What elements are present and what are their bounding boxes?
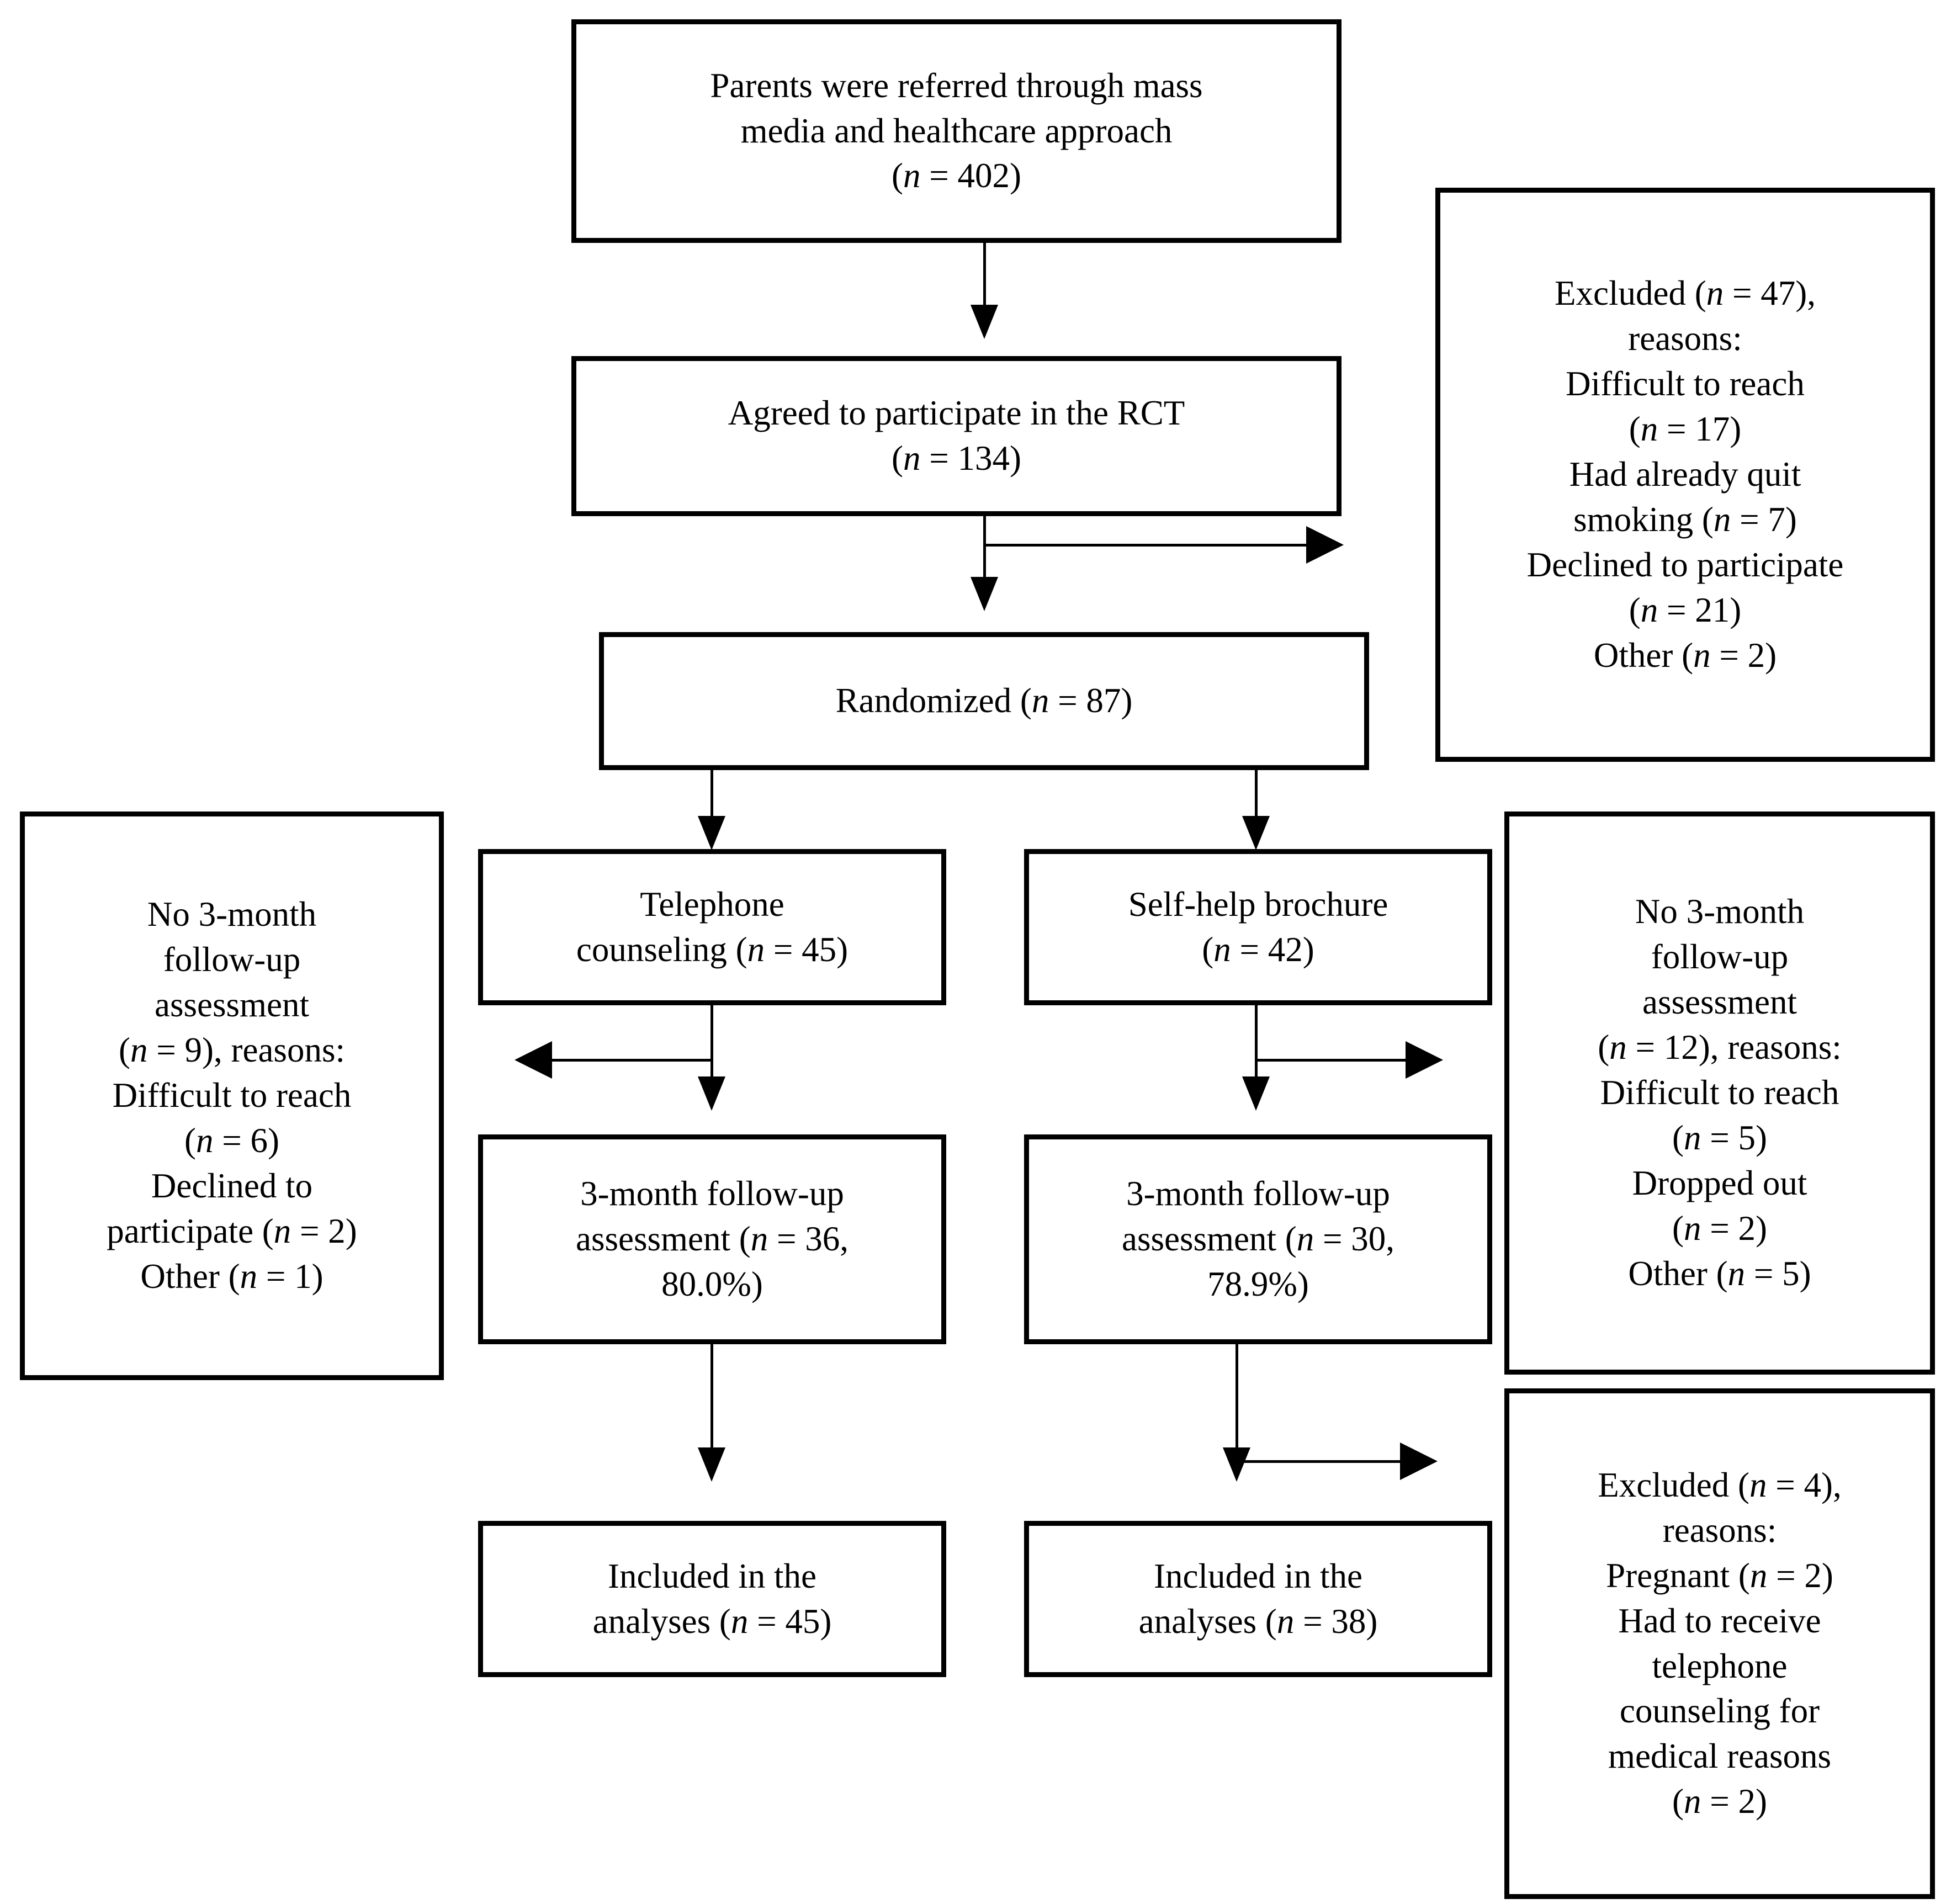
excluded-analysis-line-5: telephone [1652,1646,1788,1685]
connector-agreed-to-randomized [983,516,986,585]
lost-left-line-3: assessment [155,985,309,1025]
agreed-line-1: Agreed to participate in the RCT [728,394,1185,433]
connector-arm-right-to-lost [1255,1059,1407,1062]
analysis-left-line-1: Included in the [608,1556,816,1595]
connector-enrollment-to-agreed [983,243,986,310]
randomized-line-1: Randomized (n = 87) [835,681,1133,720]
excluded-enrollment-line-7: Declined to participate [1526,545,1844,584]
connector-randomized-to-arm-right [1255,770,1258,828]
followup-left-line-3: 80.0%) [661,1264,763,1303]
node-analysis-left: Included in the analyses (n = 45) [478,1521,946,1677]
excluded-enrollment-line-6: smoking (n = 7) [1573,500,1797,539]
lost-right-line-8: (n = 2) [1672,1208,1767,1248]
lost-left-line-5: Difficult to reach [112,1076,352,1115]
connector-followup-left-to-analysis [710,1344,713,1455]
excluded-analysis-line-6: counseling for [1619,1691,1820,1731]
lost-left-line-6: (n = 6) [184,1121,279,1160]
node-excluded-analysis: Excluded (n = 4), reasons: Pregnant (n =… [1504,1388,1935,1899]
excluded-enrollment-line-2: reasons: [1628,319,1742,358]
arm-right-line-1: Self-help brochure [1128,884,1388,924]
followup-left-line-1: 3-month follow-up [580,1174,844,1213]
node-followup-right: 3-month follow-up assessment (n = 30, 78… [1024,1134,1492,1344]
arrow-arm-left-to-lost [515,1041,552,1079]
node-arm-self-help-brochure: Self-help brochure (n = 42) [1024,849,1492,1005]
followup-right-line-1: 3-month follow-up [1126,1174,1390,1213]
connector-followup-right-to-excluded [1236,1460,1401,1463]
excluded-analysis-line-4: Had to receive [1618,1601,1821,1640]
node-analysis-right: Included in the analyses (n = 38) [1024,1521,1492,1677]
agreed-line-2: (n = 134) [892,439,1021,478]
lost-left-line-7: Declined to [151,1166,313,1205]
excluded-analysis-line-3: Pregnant (n = 2) [1606,1556,1833,1595]
excluded-enrollment-line-5: Had already quit [1569,455,1801,494]
lost-right-line-3: assessment [1642,983,1797,1022]
excluded-analysis-line-1: Excluded (n = 4), [1598,1465,1842,1504]
connector-arm-left-to-lost [552,1059,712,1062]
excluded-analysis-line-2: reasons: [1662,1510,1777,1550]
node-lost-followup-left: No 3-month follow-up assessment (n = 9),… [20,812,444,1380]
node-enrollment: Parents were referred through mass media… [571,19,1341,243]
lost-left-line-1: No 3-month [147,895,317,934]
connector-arm-right-to-followup [1255,1005,1258,1083]
connector-followup-right-to-analysis [1236,1344,1238,1455]
lost-right-line-4: (n = 12), reasons: [1598,1028,1842,1067]
arm-left-line-2: counseling (n = 45) [576,930,849,969]
lost-right-line-1: No 3-month [1635,892,1805,931]
excluded-analysis-line-8: (n = 2) [1672,1782,1767,1821]
excluded-enrollment-line-8: (n = 21) [1629,590,1742,629]
excluded-enrollment-line-9: Other (n = 2) [1593,635,1777,675]
enrollment-line-2: media and healthcare approach [740,111,1173,150]
lost-right-line-6: (n = 5) [1672,1118,1767,1157]
arm-left-line-1: Telephone [640,884,784,924]
analysis-left-line-2: analyses (n = 45) [592,1601,832,1641]
arrow-randomized-to-arm-left [698,816,725,850]
analysis-right-line-2: analyses (n = 38) [1138,1601,1378,1641]
excluded-enrollment-line-1: Excluded (n = 47), [1555,274,1816,313]
followup-right-line-3: 78.9%) [1207,1264,1309,1303]
arrow-followup-right-to-excluded [1400,1442,1438,1480]
arrow-enrollment-to-agreed [971,305,998,339]
node-agreed-to-participate: Agreed to participate in the RCT (n = 13… [571,356,1341,516]
connector-randomized-to-arm-left [710,770,713,828]
arrow-arm-left-to-followup [698,1076,725,1111]
lost-right-line-7: Dropped out [1632,1163,1807,1202]
lost-right-line-5: Difficult to reach [1600,1073,1839,1112]
arm-right-line-2: (n = 42) [1202,930,1314,969]
followup-left-line-2: assessment (n = 36, [576,1219,849,1259]
node-arm-telephone-counseling: Telephone counseling (n = 45) [478,849,946,1005]
enrollment-line-3: (n = 402) [892,156,1021,195]
enrollment-line-1: Parents were referred through mass [710,66,1203,105]
node-randomized: Randomized (n = 87) [599,632,1369,770]
arrow-agreed-to-excluded [1306,526,1344,564]
lost-left-line-2: follow-up [163,940,301,979]
node-followup-left: 3-month follow-up assessment (n = 36, 80… [478,1134,946,1344]
excluded-enrollment-line-3: Difficult to reach [1566,364,1805,404]
arrow-followup-right-to-analysis [1223,1447,1250,1482]
node-lost-followup-right: No 3-month follow-up assessment (n = 12)… [1504,812,1935,1375]
followup-right-line-2: assessment (n = 30, [1122,1219,1394,1259]
connector-agreed-to-excluded [983,544,1309,547]
connector-arm-left-to-followup [710,1005,713,1083]
arrow-followup-left-to-analysis [698,1447,725,1482]
arrow-arm-right-to-lost [1406,1041,1443,1079]
arrow-randomized-to-arm-right [1242,816,1270,850]
lost-left-line-9: Other (n = 1) [140,1256,324,1296]
lost-right-line-9: Other (n = 5) [1628,1254,1811,1293]
excluded-enrollment-line-4: (n = 17) [1629,410,1742,449]
node-excluded-enrollment: Excluded (n = 47), reasons: Difficult to… [1435,188,1935,762]
analysis-right-line-1: Included in the [1154,1556,1362,1595]
lost-left-line-4: (n = 9), reasons: [119,1031,345,1070]
arrow-arm-right-to-followup [1242,1076,1270,1111]
lost-left-line-8: participate (n = 2) [107,1211,357,1250]
excluded-analysis-line-7: medical reasons [1608,1737,1832,1776]
arrow-agreed-to-randomized [971,577,998,611]
lost-right-line-2: follow-up [1651,937,1789,977]
